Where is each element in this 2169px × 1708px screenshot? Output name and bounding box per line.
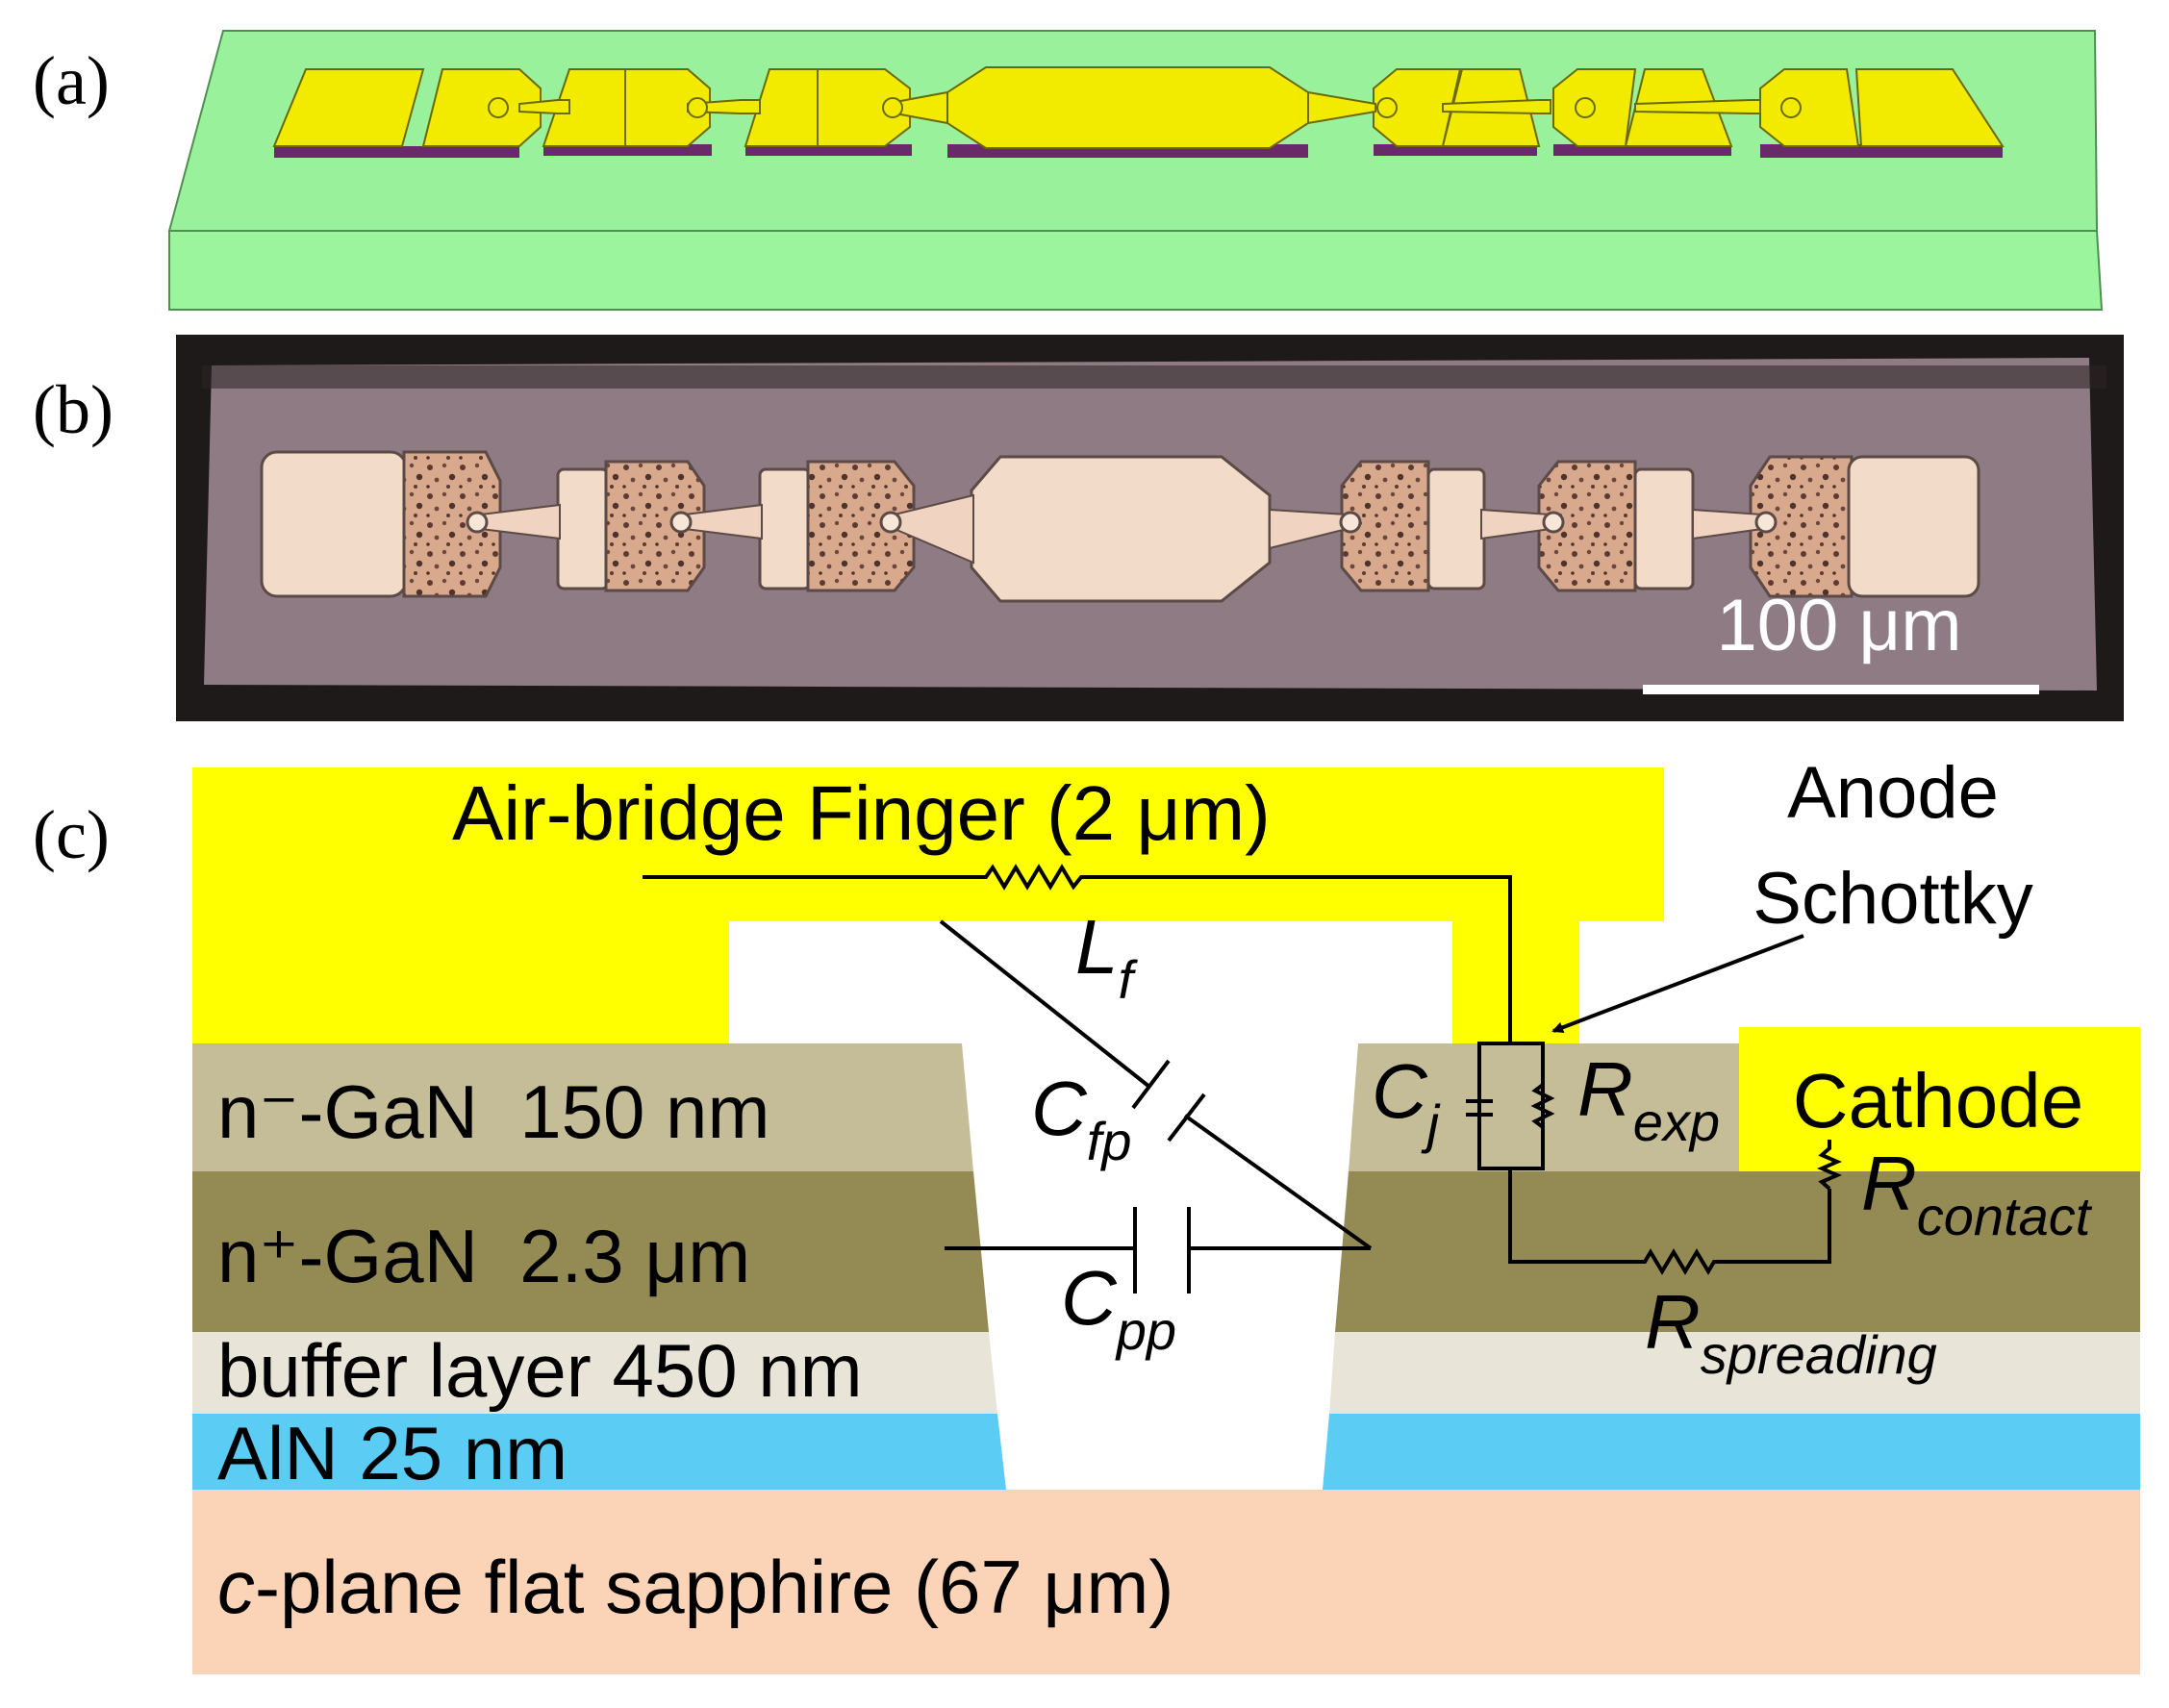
micrograph-pads bbox=[260, 450, 1980, 603]
substrate-rest: -plane flat sapphire (67 μm) bbox=[255, 1545, 1173, 1629]
n-minus-gan-left bbox=[192, 1043, 973, 1171]
aln-layer-right bbox=[1323, 1414, 2140, 1490]
panel-label-c: (c) bbox=[33, 796, 110, 873]
panel-b: (b) bbox=[33, 335, 2124, 721]
panel-label-a: (a) bbox=[33, 42, 110, 119]
anode-label-line2: Schottky bbox=[1753, 858, 2032, 940]
label-cfp: Cfp bbox=[1031, 1066, 1131, 1171]
model-pads bbox=[272, 66, 2005, 149]
sapphire-layer bbox=[192, 1490, 2140, 1674]
label-cj: Cj bbox=[1372, 1048, 1441, 1154]
buffer-layer-right bbox=[1329, 1332, 2140, 1414]
panel-label-b: (b) bbox=[33, 371, 113, 448]
circuit bbox=[643, 864, 1842, 1294]
layer-label-buffer: buffer layer 450 nm bbox=[217, 1328, 863, 1413]
finger-wire bbox=[643, 864, 1512, 1043]
panel-a: (a) bbox=[33, 30, 2104, 311]
label-cpp: Cpp bbox=[1061, 1255, 1176, 1361]
cfp-wire-a bbox=[939, 919, 1151, 1089]
rcontact-zigzag bbox=[1817, 1140, 1842, 1191]
cfp-wire-b bbox=[1183, 1114, 1373, 1250]
layer-label-substrate: c-plane flat sapphire (67 μm) bbox=[217, 1545, 1173, 1629]
air-bridge-metal bbox=[192, 767, 1664, 1043]
scale-bar-label: 100 μm bbox=[1716, 585, 1961, 666]
micrograph-fingers bbox=[480, 493, 1763, 565]
model-anode-dots bbox=[488, 97, 1802, 118]
n-plus-gan-right bbox=[1335, 1171, 2140, 1332]
micrograph-anodes bbox=[466, 511, 1778, 534]
layer-label-n-plus: n⁺-GaN 2.3 μm bbox=[217, 1214, 750, 1298]
substrate-c: c bbox=[217, 1545, 255, 1629]
buffer-layer-left bbox=[192, 1332, 997, 1414]
model-fingers bbox=[518, 90, 1761, 125]
cfp-plate-1 bbox=[1131, 1059, 1171, 1110]
cathode-label: Cathode bbox=[1793, 1058, 2083, 1143]
label-rspreading: Rspreading bbox=[1645, 1279, 1937, 1385]
layer-label-aln: AlN 25 nm bbox=[217, 1411, 567, 1495]
spreading-wire bbox=[1508, 1168, 1831, 1275]
panel-c: (c) n⁻-GaN 150 nm n⁺-GaN 2.3 μm buffer l… bbox=[33, 752, 2140, 1674]
label-rexp: Rexp bbox=[1577, 1046, 1720, 1152]
rexp-zigzag bbox=[1530, 1083, 1555, 1129]
layer-label-n-minus: n⁻-GaN 150 nm bbox=[217, 1069, 769, 1154]
cathode-metal bbox=[1739, 1027, 2140, 1171]
label-rcontact: Rcontact bbox=[1861, 1141, 2093, 1246]
air-bridge-label: Air-bridge Finger (2 μm) bbox=[452, 770, 1271, 856]
scale-bar: 100 μm bbox=[1643, 585, 2039, 694]
n-plus-gan-left bbox=[192, 1171, 989, 1332]
chip-model-front bbox=[168, 230, 2104, 311]
cfp-plate-2 bbox=[1167, 1093, 1206, 1143]
anode-arrow bbox=[1551, 934, 1804, 1034]
aln-layer-left bbox=[192, 1414, 1006, 1490]
anode-label-line1: Anode bbox=[1787, 752, 1999, 834]
scale-bar-line bbox=[1643, 685, 2039, 694]
